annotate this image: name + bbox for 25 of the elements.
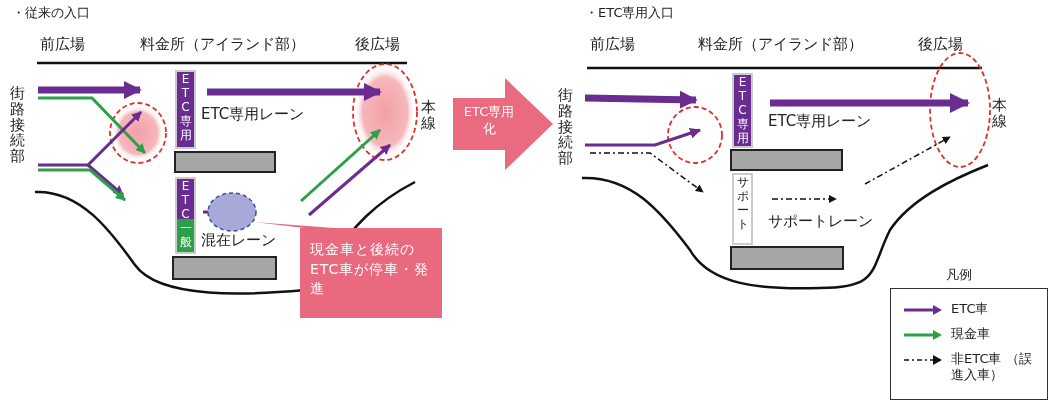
lane-label: ETC専用レーン xyxy=(768,113,872,131)
lane-label: 混在レーン xyxy=(201,232,276,250)
area-label: 本線 xyxy=(421,100,437,132)
section-title: ・ETC専用入口 xyxy=(585,6,675,21)
area-label: 前広場 xyxy=(590,36,635,54)
area-label: 後広場 xyxy=(355,36,400,54)
congestion-zone-oval xyxy=(207,192,257,232)
section-title: ・従来の入口 xyxy=(12,6,90,21)
area-label: 前広場 xyxy=(40,36,85,54)
toll-booth-sign: ETC専用 xyxy=(732,73,753,148)
area-label: 本線 xyxy=(992,98,1008,130)
toll-booth-sign: ETC一般 xyxy=(175,177,196,254)
area-label: 料金所（アイランド部） xyxy=(140,36,305,54)
toll-booth-sign: ETC専用 xyxy=(175,70,196,149)
callout-box: 現金車と後続のETC車が停車・発進 xyxy=(300,228,442,318)
legend-title: 凡例 xyxy=(946,268,972,283)
area-label: 後広場 xyxy=(918,36,963,54)
transition-arrow: ETC専用化 xyxy=(453,78,553,170)
legend-text: 現金車 xyxy=(951,326,991,343)
legend-text: ETC車 xyxy=(951,301,990,318)
toll-booth-sign: サポート xyxy=(732,173,753,245)
area-label: 料金所（アイランド部） xyxy=(698,36,863,54)
legend-text: 非ETC車 （誤進入車） xyxy=(951,351,1033,384)
area-label: 街路接続部 xyxy=(10,86,26,165)
lane-label: サポートレーン xyxy=(768,213,873,231)
